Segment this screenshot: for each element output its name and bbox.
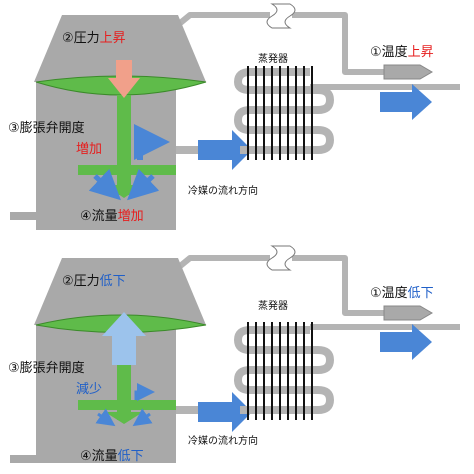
flow-arrow-right [127, 168, 160, 201]
temperature-label: ①温度低下 [370, 285, 434, 301]
opening-change: 減少 [76, 381, 102, 397]
pressure-label: ②圧力上昇 [62, 31, 126, 46]
tube-break-mark [266, 3, 296, 29]
flow-arrow-left [95, 408, 116, 427]
evaporator-outlet-pipe [310, 84, 460, 90]
valve-stem [117, 95, 131, 195]
direction-arrow [198, 392, 252, 432]
evaporator-label: 蒸発器 [258, 299, 288, 312]
valve-body [36, 80, 176, 230]
flow-label: ④流量増加 [80, 209, 144, 224]
flow-arrow-left [88, 168, 121, 201]
flow-arrow-curve [134, 124, 170, 160]
valve-body [36, 323, 176, 463]
panel-decrease: ②圧力低下 ③膨張弁開度 減少 ④流量低下 ①温度低下 蒸発器 冷媒の流れ方向 [8, 245, 460, 464]
direction-label: 冷媒の流れ方向 [188, 434, 258, 447]
sensing-bulb [383, 64, 433, 80]
evaporator-outlet-pipe [310, 324, 460, 330]
valve-seat-bar [78, 400, 176, 410]
temperature-label: ①温度上昇 [370, 44, 434, 60]
pressure-arrow [108, 60, 140, 98]
outlet-arrow [380, 84, 432, 120]
flow-label: ④流量低下 [80, 449, 144, 464]
valve-head [34, 258, 206, 325]
evaporator-label: 蒸発器 [258, 52, 288, 65]
flow-arrow-right [132, 408, 153, 427]
tube-break-mark [266, 245, 296, 271]
inlet-pipe [10, 212, 40, 220]
evaporator-coil [233, 322, 335, 420]
pressure-arrow [102, 312, 146, 365]
sensing-bulb [383, 305, 433, 321]
opening-label: ③膨張弁開度 [8, 120, 85, 136]
direction-label: 冷媒の流れ方向 [188, 184, 258, 197]
valve-seat-bar [78, 165, 176, 175]
opening-change: 増加 [76, 142, 102, 157]
valve-head [34, 15, 206, 82]
flow-arrow-curve [134, 383, 155, 401]
direction-arrow [198, 130, 252, 170]
outlet-arrow [380, 324, 432, 360]
evaporator-coil [233, 66, 335, 160]
pressure-label: ②圧力低下 [62, 274, 126, 289]
opening-label: ③膨張弁開度 [8, 360, 85, 376]
panel-increase: ②圧力上昇 ③膨張弁開度 増加 ④流量増加 ①温度上昇 蒸発器 冷媒の流れ方向 [8, 3, 460, 230]
inlet-pipe [10, 455, 40, 463]
